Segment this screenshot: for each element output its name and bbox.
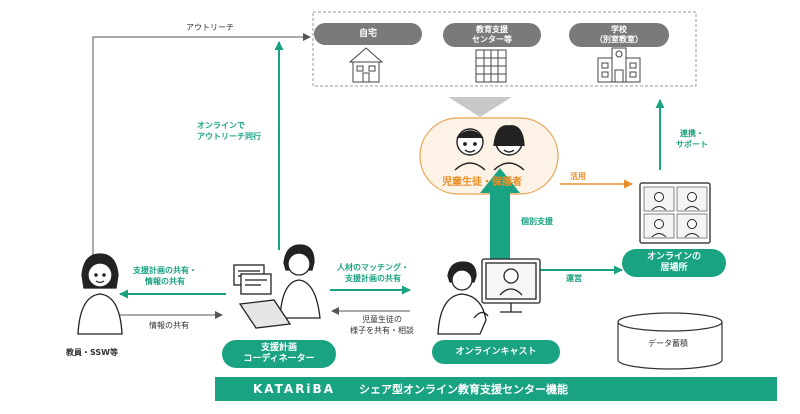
individual-support-label: 個別支援 [521, 217, 553, 226]
matching-label: 人材のマッチング・ 支援計画の共有 [337, 263, 409, 283]
coordinator-pill: 支援計画 コーディネーター [222, 340, 336, 368]
building-icon [475, 49, 507, 83]
cast-icon [437, 258, 541, 335]
outreach-label: アウトリーチ [186, 23, 234, 32]
operate-label: 運営 [566, 274, 582, 283]
child-icon [454, 128, 486, 171]
teacher-icon [77, 253, 123, 335]
online-cast-pill: オンラインキャスト [432, 340, 560, 364]
outreach-arrow [92, 33, 311, 258]
share-plan-label: 支援計画の共有・ 情報の共有 [133, 266, 197, 286]
video-grid-icon [639, 182, 711, 244]
database-icon [617, 312, 723, 370]
share-info-label: 情報の共有 [149, 321, 189, 330]
location-school: 学校 （別室教室） [569, 23, 669, 47]
individual-support-arrow [480, 168, 520, 262]
use-label: 活用 [570, 172, 586, 181]
footer-bar: KATARiBA シェア型オンライン教育支援センター機能 [215, 377, 777, 401]
locations-to-children-arrow [448, 97, 512, 117]
house-icon [348, 47, 384, 83]
school-icon [597, 47, 641, 83]
footer-title: シェア型オンライン教育支援センター機能 [358, 383, 568, 396]
online-place-pill: オンラインの 居場所 [622, 249, 726, 277]
locations-box [312, 11, 697, 87]
consult-label: 児童生徒の 様子を共有・相談 [350, 315, 414, 335]
coordinator-icon [233, 244, 321, 329]
online-outreach-label: オンラインで アウトリーチ同行 [197, 121, 261, 141]
children-label: 児童生徒・保護者 [442, 177, 522, 188]
brand-logo: KATARiBA [253, 382, 335, 396]
location-edu-center: 教育支援 センター等 [443, 23, 541, 47]
teacher-label: 教員・SSW等 [66, 348, 118, 357]
parent-icon [493, 125, 525, 171]
collab-label: 連携・ サポート [676, 129, 708, 149]
location-home: 自宅 [314, 23, 422, 45]
data-store-label: データ蓄積 [648, 339, 688, 348]
